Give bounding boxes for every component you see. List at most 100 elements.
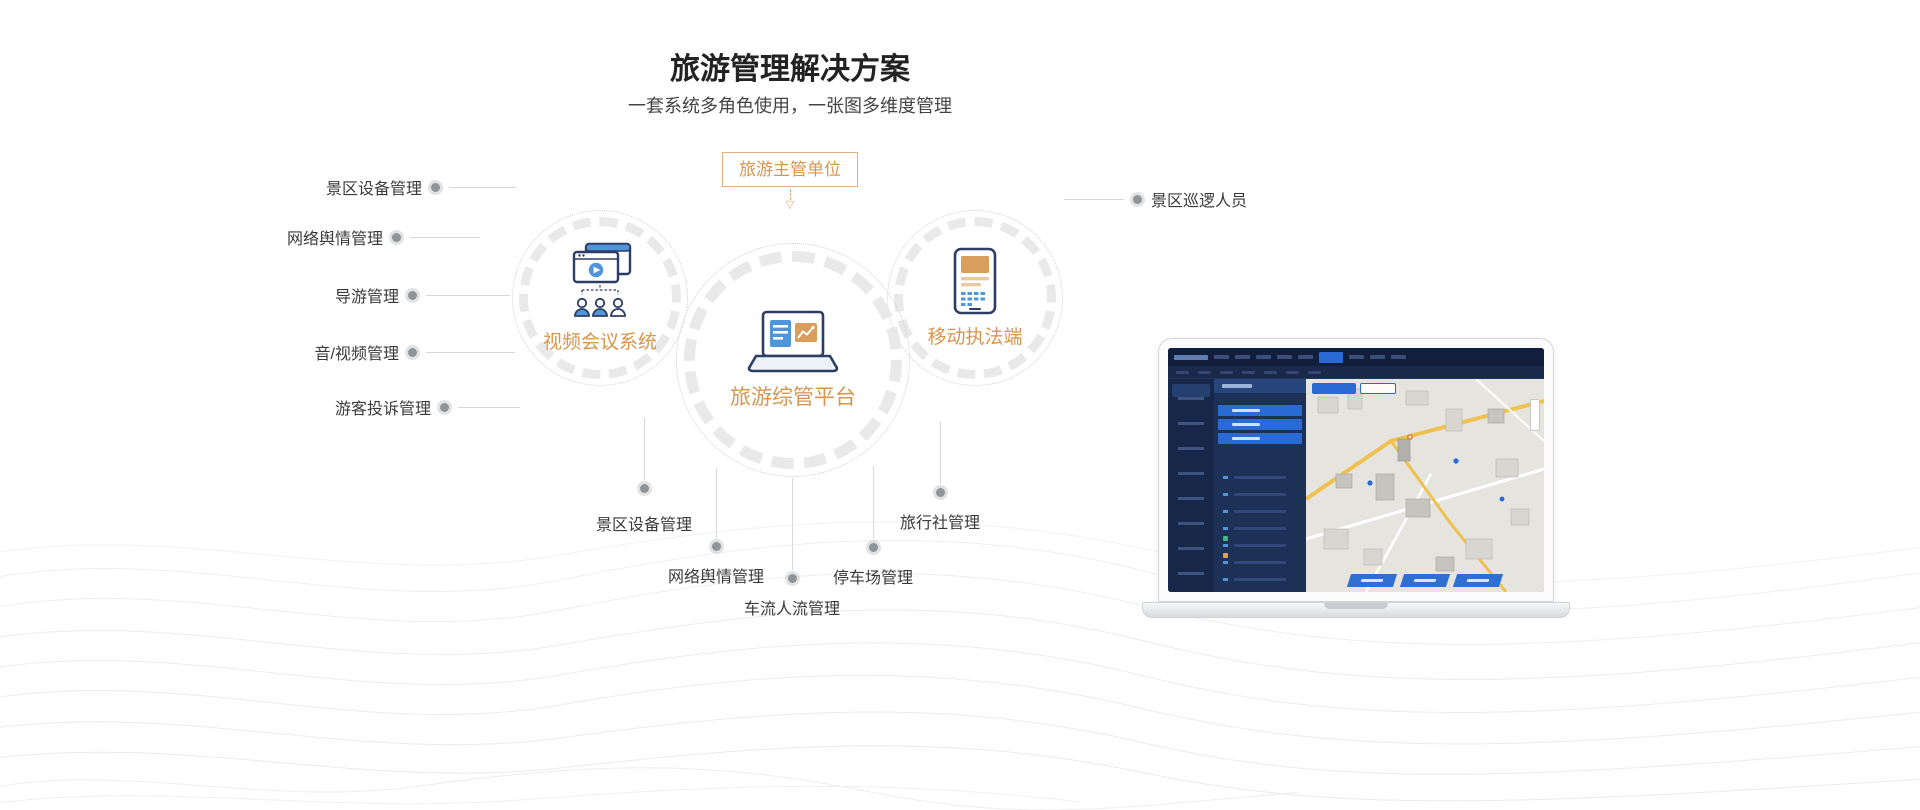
left-label: 网络舆情管理 [286,231,383,248]
connector-line [1064,198,1124,200]
wave-background [0,521,1920,810]
video-conference-icon [572,242,632,317]
right-label: 景区巡逻人员 [1151,193,1248,210]
connector-dot [440,402,449,412]
panel-header-bar [1222,384,1252,388]
submenu-bar-decor [1264,370,1277,374]
highlighted-row [1218,405,1302,416]
menu-bar-decor [1235,355,1250,359]
bottom-label: 车流人流管理 [743,601,841,618]
connector-line [872,466,874,539]
map-tools [1530,399,1540,431]
connector-dot [408,347,417,357]
menu-bar-decor [1370,355,1385,359]
submenu-bar-decor [1308,370,1321,374]
laptop-mockup [1158,338,1554,602]
highlighted-row [1218,433,1302,444]
node-label: 旅游综管平台 [730,385,856,409]
dashboard-logo [1174,354,1208,360]
connector-dot [868,543,878,552]
bottom-label: 网络舆情管理 [667,569,765,586]
connector-dot [711,542,721,551]
page-title: 旅游管理解决方案 [670,53,910,86]
right-label-row: 景区巡逻人员 [1064,187,1247,211]
node-content: 旅游综管平台 [699,266,887,454]
submenu-bar-decor [1198,370,1211,374]
submenu-bar-decor [1220,370,1233,374]
node-mobile-enforcement: 移动执法端 [887,210,1063,386]
dashboard-sidebar [1168,379,1214,592]
bottom-label-col: 景区设备管理 [596,418,692,535]
dashboard-map-area [1306,379,1544,592]
tick-ring [519,217,681,379]
map-filter-button-secondary [1360,383,1396,394]
mobile-enforcement-icon [953,247,997,315]
dashboard-body [1168,379,1544,592]
left-label: 导游管理 [334,289,399,306]
left-label-row: 网络舆情管理 [287,225,480,249]
connector-dot [1133,194,1142,204]
menu-bar-decor [1391,355,1406,359]
map-tab [1399,574,1451,587]
connector-dot [431,182,440,192]
left-label: 音/视频管理 [314,346,399,363]
connector-line [410,236,480,238]
connector-line [791,478,793,570]
authority-box: 旅游主管单位 [722,152,858,187]
highlighted-row [1218,419,1302,430]
tick-ring [894,217,1056,379]
laptop-base [1142,602,1570,618]
map-filter-button [1312,383,1356,394]
node-content: 移动执法端 [906,229,1044,367]
bottom-label: 旅行社管理 [899,515,981,532]
connector-line [426,351,515,353]
connector-dot [392,232,401,242]
menu-bar-decor [1214,355,1229,359]
node-label: 视频会议系统 [542,332,657,353]
row-icon [1223,553,1228,558]
bottom-label: 停车场管理 [832,570,914,587]
connector-line [939,422,941,484]
left-label-row: 导游管理 [335,283,510,307]
connector-line [449,186,517,188]
left-label-row: 景区设备管理 [326,175,517,199]
dashboard-topbar [1168,348,1544,366]
connector-dot [935,488,945,497]
submenu-bar-decor [1286,370,1299,374]
menu-bar-decor [1256,355,1271,359]
bottom-label-col: 停车场管理 [833,466,913,588]
tick-ring [684,251,902,469]
panel-header [1214,379,1306,393]
left-label: 景区设备管理 [325,181,422,198]
dashboard-subbar [1168,366,1544,379]
connector-dot [639,484,649,493]
map-3d-view [1306,379,1544,592]
map-bottom-tabs [1346,574,1504,587]
connector-dot [787,574,797,583]
laptop-notch [1324,603,1388,609]
connector-line [458,406,520,408]
dashboard-list-panel [1214,379,1306,592]
bottom-label-col: 旅行社管理 [900,422,980,533]
connector-line [426,294,510,296]
bottom-label-col: 网络舆情管理 [668,468,764,587]
submenu-bar-decor [1176,370,1189,374]
row-bar [1232,409,1260,412]
page-subtitle: 一套系统多角色使用，一张图多维度管理 [628,96,952,116]
active-menu-tab [1319,351,1343,363]
menu-bar-decor [1349,355,1364,359]
submenu-bar-decor [1242,370,1255,374]
row-bar [1232,423,1260,426]
connector-line [643,418,645,480]
dashed-arrow-stem [790,189,791,200]
node-label: 移动执法端 [927,327,1023,348]
menu-bar-decor [1277,355,1292,359]
map-tab [1346,574,1398,587]
connector-dot [408,290,417,300]
row-bar [1232,437,1260,440]
dashboard-preview [1168,348,1544,592]
map-tab-bar [1413,579,1437,582]
left-label-row: 音/视频管理 [315,340,515,364]
node-content: 视频会议系统 [531,229,669,367]
row-icon [1223,536,1228,541]
